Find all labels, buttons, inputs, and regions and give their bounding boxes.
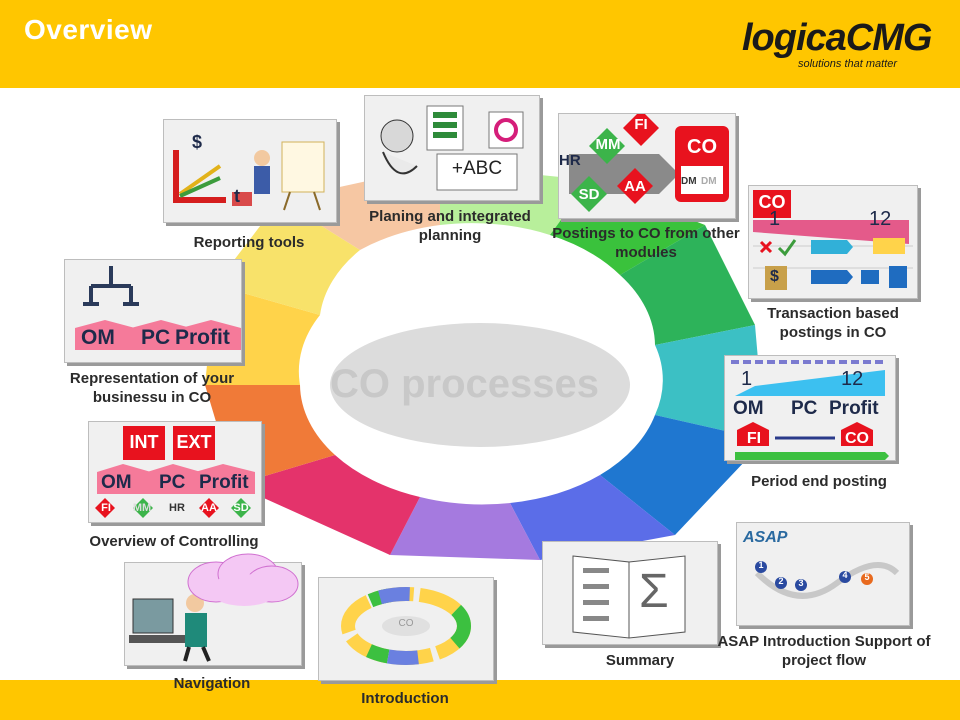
period-end-graphic	[731, 360, 889, 460]
planning-plus-abc: +ABC	[451, 158, 503, 179]
footer-bar	[0, 680, 960, 720]
transaction-co: CO	[758, 192, 786, 212]
period-end: 12	[841, 368, 864, 390]
postings-co: CO	[687, 136, 717, 158]
wheel-segment-9	[235, 455, 420, 555]
logo-word: logicaCMG	[742, 17, 932, 59]
caption-postings: Postings to CO from other modules	[552, 225, 740, 261]
caption-transaction: Transaction based postings in CO	[767, 305, 899, 341]
asap-brand: ASAP	[743, 529, 788, 546]
overview-int: INT	[129, 432, 159, 452]
period-fi: FI	[746, 430, 762, 447]
summary-sigma: Σ	[639, 565, 669, 618]
overview-profit: Profit	[199, 472, 249, 493]
panel-summary[interactable]: Σ	[542, 541, 718, 645]
postings-sd: SD	[578, 186, 600, 203]
wheel-segment-6	[600, 415, 765, 535]
overview-sd: SD	[233, 502, 249, 514]
thought-cloud	[187, 553, 299, 606]
asap-step-2: 2	[778, 576, 784, 586]
overview-mm: MM	[132, 502, 152, 514]
overview-hr: HR	[169, 502, 185, 514]
caption-overview: Overview of Controlling	[89, 533, 259, 550]
representation-graphic	[75, 266, 241, 350]
representation-profit: Profit	[175, 326, 230, 349]
caption-period-end: Period end posting	[751, 473, 887, 490]
asap-step-5: 5	[864, 572, 870, 582]
postings-graphic	[569, 110, 729, 212]
asap-step-3: 3	[798, 578, 804, 588]
postings-fi: FI	[634, 116, 648, 133]
panel-representation[interactable]: OM PC Profit	[64, 259, 242, 363]
wheel-segment-4	[620, 225, 755, 345]
panel-navigation[interactable]	[124, 562, 302, 666]
logo-tagline: solutions that matter	[798, 58, 898, 70]
transaction-graphic	[753, 190, 913, 290]
caption-navigation: Navigation	[173, 675, 251, 692]
period-start: 1	[741, 368, 753, 390]
caption-representation: Representation of your businessu in CO	[69, 370, 235, 406]
panel-planning[interactable]: +ABC	[364, 95, 540, 201]
introduction-co: CO	[398, 618, 414, 629]
page-title: Overview	[24, 14, 153, 45]
reporting-graphic	[173, 141, 325, 211]
overview-om: OM	[101, 472, 132, 493]
caption-planning: Planing and integrated planning	[369, 208, 531, 244]
panel-asap[interactable]: ASAP 1 2 3 4 5	[736, 522, 910, 626]
overview-ext: EXT	[176, 432, 212, 452]
wheel-segment-7	[510, 475, 675, 560]
panel-postings[interactable]: MM FI HR SD AA CO DM DM	[558, 110, 736, 219]
postings-dm-1: DM	[681, 176, 697, 187]
panel-overview[interactable]: INT EXT OM PC Profit FI MM HR AA SD	[88, 421, 262, 523]
transaction-start: 1	[769, 208, 781, 230]
period-om: OM	[733, 398, 764, 419]
asap-step-4: 4	[842, 570, 848, 580]
overview-fi: FI	[101, 502, 111, 514]
center-label: CO processes	[330, 362, 600, 406]
period-profit: Profit	[829, 398, 879, 419]
asap-graphic	[754, 561, 900, 599]
wheel-hub	[330, 323, 630, 447]
asap-step-1: 1	[758, 560, 764, 570]
caption-summary: Summary	[605, 652, 675, 669]
transaction-end: 12	[869, 208, 892, 230]
postings-hr: HR	[559, 152, 581, 169]
logo: logicaCMG solutions that matter	[742, 18, 952, 76]
period-pc: PC	[791, 398, 818, 419]
caption-reporting-tools: Reporting tools	[193, 234, 305, 251]
planning-graphic	[380, 105, 524, 191]
reporting-currency: $	[192, 132, 203, 152]
postings-mm: MM	[595, 136, 621, 153]
transaction-currency: $	[770, 268, 779, 285]
representation-om: OM	[81, 326, 115, 349]
postings-aa: AA	[624, 178, 646, 195]
panel-reporting-tools[interactable]: $ t	[163, 119, 337, 223]
overview-pc: PC	[159, 472, 186, 493]
caption-introduction: Introduction	[361, 690, 449, 707]
wheel-segment-12	[215, 200, 360, 315]
postings-dm-2: DM	[701, 176, 717, 187]
caption-asap: ASAP Introduction Support of project flo…	[717, 633, 931, 669]
panel-transaction[interactable]: CO 1 12 $	[748, 185, 918, 299]
reporting-t: t	[234, 186, 240, 206]
period-co: CO	[845, 430, 869, 447]
panel-period-end[interactable]: 1 12 OM PC Profit FI CO	[724, 355, 896, 461]
summary-graphic	[572, 555, 686, 639]
navigation-graphic	[129, 594, 211, 662]
overview-aa: AA	[201, 502, 217, 514]
panel-introduction[interactable]: CO	[318, 577, 494, 681]
representation-pc: PC	[141, 326, 171, 349]
header-bar	[0, 0, 960, 88]
overview-graphic	[95, 426, 255, 518]
introduction-graphic	[341, 587, 471, 665]
wheel-segment-8	[390, 497, 540, 560]
